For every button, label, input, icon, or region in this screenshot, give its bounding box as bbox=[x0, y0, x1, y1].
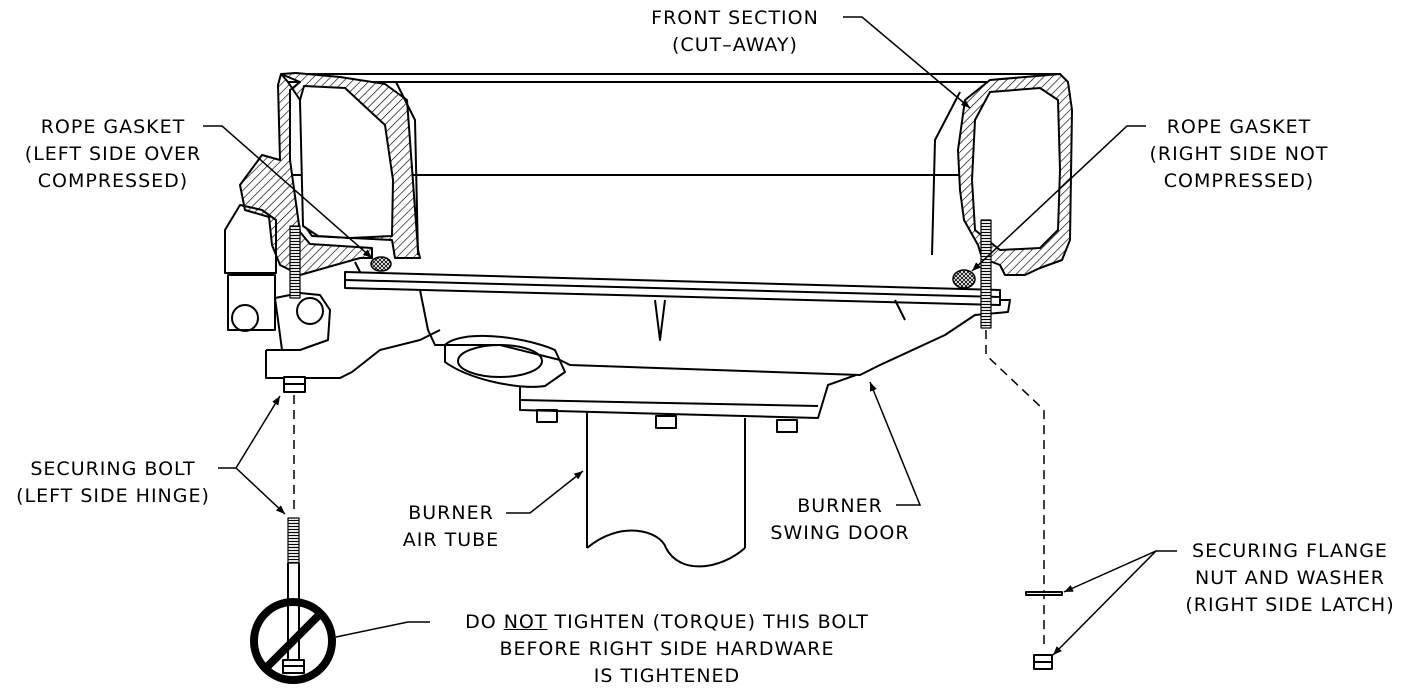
warning-line-1: DO NOT TIGHTEN (TORQUE) THIS BOLT bbox=[465, 611, 869, 633]
right-latch-stud bbox=[980, 219, 992, 329]
front-section-label: FRONT SECTION (CUT–AWAY) bbox=[651, 7, 819, 56]
loose-securing-bolt bbox=[282, 517, 305, 674]
burner-swing-door-body bbox=[344, 261, 1011, 419]
burner-swing-door-label: BURNER SWING DOOR bbox=[770, 495, 910, 544]
burner-air-tube bbox=[586, 412, 746, 568]
warning-emphasis: NOT bbox=[503, 611, 548, 633]
left-hinge-block bbox=[224, 204, 441, 379]
warning-line-2: BEFORE RIGHT SIDE HARDWARE bbox=[499, 638, 835, 660]
left-hinge-stud bbox=[289, 225, 301, 299]
leader-lines bbox=[203, 16, 1177, 656]
securing-bolt-label: SECURING BOLT (LEFT SIDE HINGE) bbox=[16, 458, 210, 507]
rope-gasket-left bbox=[370, 256, 392, 272]
warning-line-3: IS TIGHTENED bbox=[593, 665, 741, 687]
door-nuts bbox=[536, 409, 798, 433]
warning-note: DO NOT TIGHTEN (TORQUE) THIS BOLT BEFORE… bbox=[432, 609, 902, 690]
securing-flange-label: SECURING FLANGE NUT AND WASHER (RIGHT SI… bbox=[1185, 540, 1395, 616]
front-section bbox=[239, 72, 1073, 276]
rope-gasket-right-label: ROPE GASKET (RIGHT SIDE NOT COMPRESSED) bbox=[1149, 116, 1329, 192]
rope-gasket-left-label: ROPE GASKET (LEFT SIDE OVER COMPRESSED) bbox=[24, 116, 202, 192]
no-symbol-icon bbox=[250, 598, 336, 684]
burner-air-tube-label: BURNER AIR TUBE bbox=[402, 502, 500, 551]
rope-gasket-right bbox=[952, 269, 976, 289]
washer bbox=[1025, 591, 1063, 596]
